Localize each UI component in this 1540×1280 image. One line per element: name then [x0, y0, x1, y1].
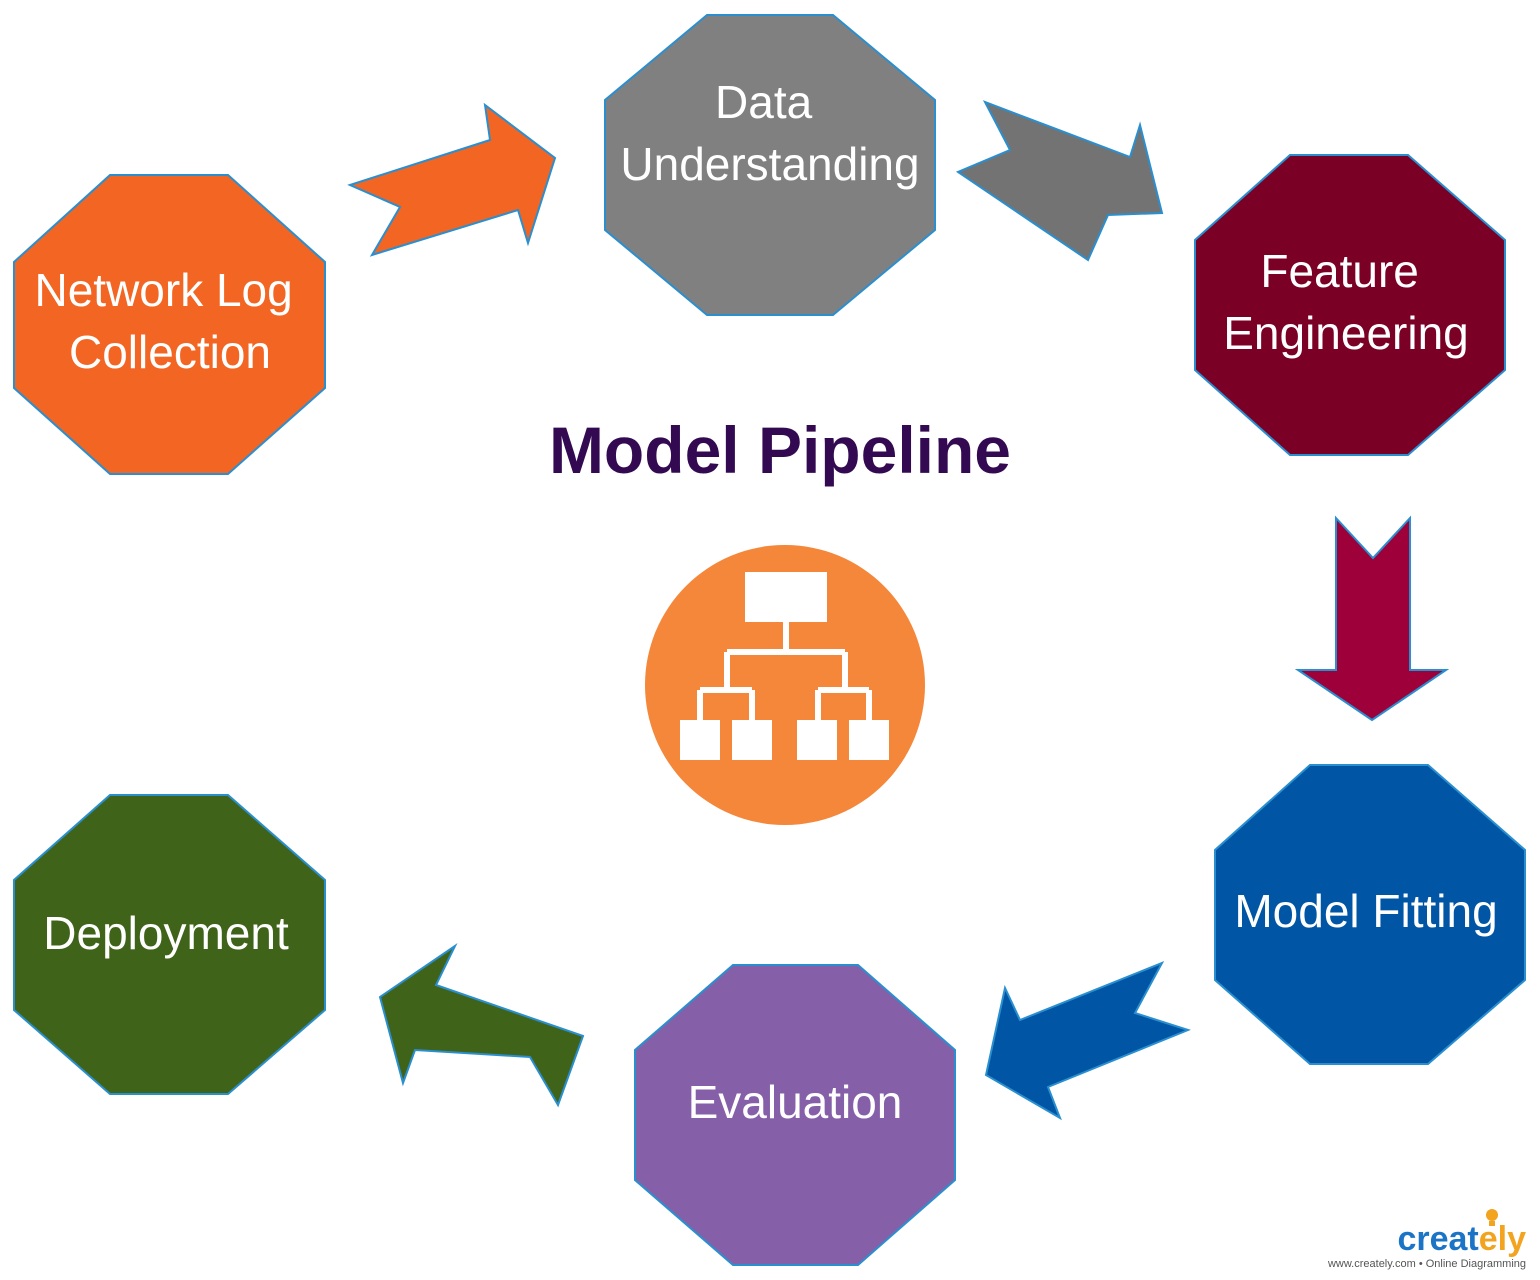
- stage-label: Deployment: [43, 907, 289, 959]
- stage-label-line: Engineering: [1223, 307, 1469, 359]
- lightbulb-icon: [1486, 1209, 1498, 1226]
- stage-label: Evaluation: [688, 1076, 903, 1128]
- stage-model-fitting: Model Fitting: [1214, 764, 1526, 1065]
- logo-text-accent: ely: [1478, 1220, 1526, 1258]
- stage-evaluation: Evaluation: [634, 964, 956, 1266]
- stage-label: Model Fitting: [1234, 885, 1497, 937]
- arrow-to-model-fitting: [1294, 515, 1450, 722]
- octagon-shape: [13, 794, 326, 1095]
- stage-label-line: Feature: [1260, 245, 1419, 297]
- stage-feature-engineering: Feature Engineering: [1194, 154, 1506, 456]
- stage-data-understanding: Data Understanding: [604, 14, 936, 316]
- stage-label-line: Understanding: [620, 138, 919, 190]
- stage-label-line: Collection: [69, 326, 271, 378]
- arrow-to-data-understanding: [347, 102, 557, 257]
- arrow-to-feature-engineering: [955, 100, 1164, 262]
- logo-tagline: www.creately.com • Online Diagramming: [1327, 1258, 1526, 1270]
- stage-network-log-collection: Network Log Collection: [13, 174, 326, 475]
- arrow-to-evaluation: [984, 961, 1191, 1121]
- stage-label: Network Log Collection: [34, 264, 305, 378]
- hierarchy-icon: [645, 545, 925, 825]
- diagram-title: Model Pipeline: [549, 413, 1011, 487]
- stage-label-line: Model Fitting: [1234, 885, 1497, 937]
- creately-logo: creately www.creately.com • Online Diagr…: [1328, 1222, 1526, 1270]
- logo-wordmark: creately: [1328, 1222, 1526, 1256]
- arrow-to-deployment: [378, 943, 585, 1108]
- stage-label-line: Data: [715, 76, 813, 128]
- octagon-shape: [13, 174, 326, 475]
- stage-label-line: Evaluation: [688, 1076, 903, 1128]
- octagon-shape: [634, 964, 956, 1266]
- logo-text-main: creat: [1397, 1220, 1479, 1258]
- stage-label-line: Deployment: [43, 907, 289, 959]
- octagon-shape: [1214, 764, 1526, 1065]
- stage-deployment: Deployment: [13, 794, 326, 1095]
- stage-label: Feature Engineering: [1223, 245, 1469, 359]
- octagon-shape: [604, 14, 936, 316]
- octagon-shape: [1194, 154, 1506, 456]
- stage-label: Data Understanding: [620, 76, 919, 190]
- hierarchy-icon-glyph: [680, 572, 889, 760]
- stage-label-line: Network Log: [34, 264, 292, 316]
